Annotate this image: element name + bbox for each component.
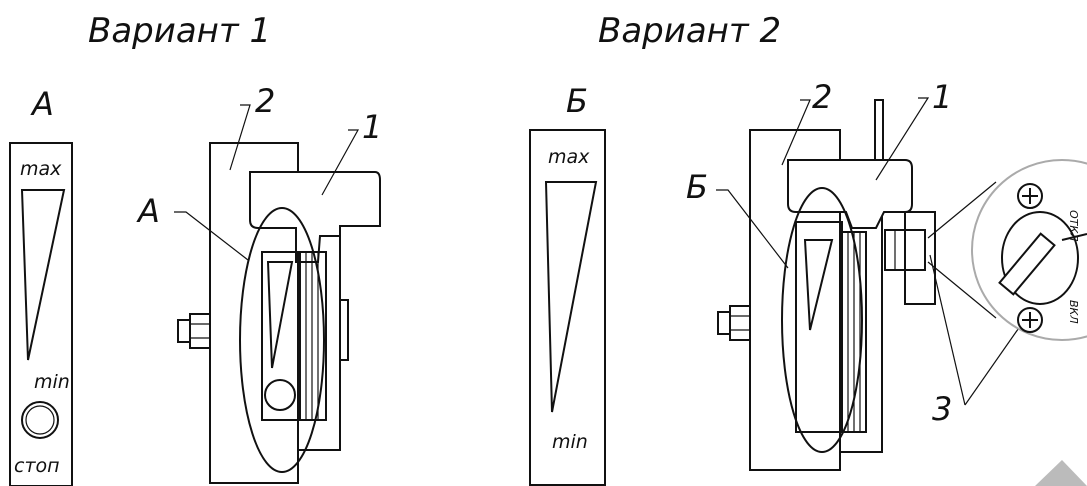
corner-watermark-shape: [1035, 460, 1087, 486]
stop-button-icon: [21, 401, 59, 439]
device-2-window: [795, 221, 843, 433]
variant-1-title: Вариант 1: [88, 11, 271, 51]
device-1-lever: [249, 171, 381, 263]
device-2-bolt-nut: [729, 305, 751, 341]
device-1-bolt-head: [177, 319, 191, 343]
rotary-knob-handle-icon: [998, 232, 1056, 296]
device-variant-1: 2 1 А: [136, 82, 382, 484]
switch-label-off: ОТКЛ: [1067, 210, 1080, 241]
variant-1: Вариант 1 А max min стоп: [9, 11, 382, 486]
scale-panel-a: max min стоп: [9, 142, 73, 486]
switch-detail-view: ОТКЛ ВКЛ: [927, 159, 1087, 341]
view-letter-a: А: [30, 85, 54, 123]
detail-b-ellipse: [781, 187, 863, 453]
device-variant-2: 2 1 Б 3: [686, 78, 1031, 471]
device-1-window: [261, 251, 299, 421]
device-2-lever: [787, 159, 913, 229]
callout-1-body: 2: [255, 82, 275, 120]
detail-a-ellipse: [239, 207, 325, 473]
callout-2-detail: Б: [686, 168, 708, 206]
scale-a-stop-label: стоп: [14, 455, 60, 477]
scale-panel-b: max min: [529, 129, 606, 486]
scale-b-max-label: max: [548, 146, 590, 168]
screw-bottom-icon: [1017, 307, 1043, 333]
rotary-knob-icon: [1001, 211, 1079, 305]
scale-b-min-label: min: [552, 431, 588, 453]
callout-1-lever: 1: [362, 108, 382, 146]
device-1-button-icon: [264, 379, 296, 411]
screw-top-icon: [1017, 183, 1043, 209]
callout-1-detail: А: [136, 192, 160, 230]
scale-panel-a-frame: [9, 142, 73, 486]
device-2-window-wedge: [803, 239, 834, 331]
stop-button-inner-icon: [25, 405, 55, 435]
scale-b-wedge: [544, 181, 598, 413]
scale-a-max-label: max: [20, 158, 62, 180]
callout-2-lever: 1: [932, 78, 952, 116]
scale-a-min-label: min: [34, 371, 70, 393]
callout-2-body: 2: [812, 78, 832, 116]
view-letter-b: Б: [566, 82, 588, 120]
variant-2-title: Вариант 2: [598, 11, 781, 51]
device-1-window-wedge: [266, 261, 294, 369]
variant-2: Вариант 2 Б max min: [529, 11, 1087, 486]
scale-panel-b-frame: [529, 129, 606, 486]
switch-label-on: ВКЛ: [1067, 300, 1080, 324]
callout-2-screws: 3: [932, 390, 952, 428]
device-1-bolt-nut: [189, 313, 211, 349]
scale-a-wedge: [20, 189, 66, 361]
device-2-bolt-head: [717, 311, 731, 335]
